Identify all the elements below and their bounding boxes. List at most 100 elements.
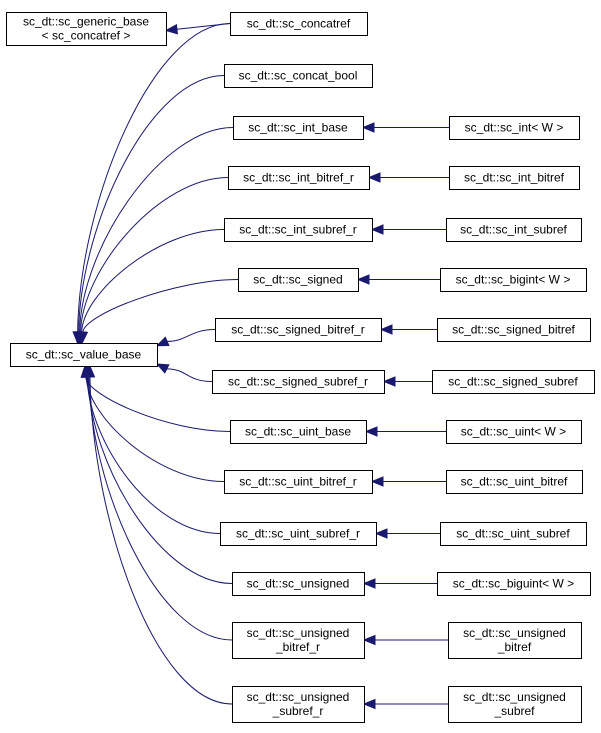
class-node-box (446, 420, 582, 444)
edge-arrowhead (374, 528, 388, 539)
class-node-label: _bitref_r (275, 640, 320, 654)
edge-int-w-to-int-base (361, 122, 449, 133)
edge-uint-subref-to-uint-subref-r (374, 528, 440, 539)
class-node-box (238, 268, 359, 292)
edge-line (80, 177, 229, 333)
class-node-uint-base[interactable]: sc_dt::sc_uint_base (230, 420, 367, 444)
class-node-box (215, 318, 382, 342)
edge-arrowhead (356, 274, 370, 285)
class-node-box (228, 166, 370, 190)
class-node-label: sc_dt::sc_unsigned (247, 690, 350, 704)
edge-unsigned-subref-r-to-value-base (84, 364, 233, 705)
class-node-uint-bitref-r[interactable]: sc_dt::sc_uint_bitref_r (224, 470, 373, 494)
edge-signed-subref-r-to-value-base (155, 363, 213, 382)
class-node-label: sc_dt::sc_value_base (26, 348, 142, 362)
edge-signed-bitref-r-to-value-base (155, 329, 216, 347)
class-node-concatref[interactable]: sc_dt::sc_concatref (230, 12, 368, 36)
class-node-label: sc_dt::sc_uint_subref_r (236, 527, 360, 541)
edge-bigint-w-to-signed (356, 274, 440, 285)
class-node-int-base[interactable]: sc_dt::sc_int_base (233, 116, 364, 140)
class-node-uint-bitref[interactable]: sc_dt::sc_uint_bitref (446, 470, 583, 494)
nodes-layer: sc_dt::sc_generic_base< sc_concatref >sc… (6, 12, 595, 723)
class-node-int-bitref[interactable]: sc_dt::sc_int_bitref (449, 166, 580, 190)
edge-line (85, 376, 231, 432)
class-node-signed-subref-r[interactable]: sc_dt::sc_signed_subref_r (212, 370, 385, 394)
class-node-signed-bitref[interactable]: sc_dt::sc_signed_bitref (437, 318, 591, 342)
class-node-box (224, 470, 373, 494)
class-node-label: sc_dt::sc_signed_bitref_r (231, 323, 364, 337)
class-node-box (6, 12, 167, 46)
edge-uint-base-to-value-base (80, 364, 231, 432)
edge-signed-to-value-base (77, 279, 239, 345)
edge-arrowhead (370, 224, 384, 235)
class-node-int-subref[interactable]: sc_dt::sc_int_subref (446, 218, 582, 242)
class-node-label: sc_dt::sc_uint< W > (461, 425, 566, 439)
edge-arrowhead (364, 426, 378, 437)
class-node-box (446, 470, 583, 494)
edge-arrowhead (379, 324, 393, 335)
class-node-concat-bool[interactable]: sc_dt::sc_concat_bool (224, 64, 373, 88)
edge-unsigned-bitref-to-unsigned-bitref-r (362, 634, 448, 646)
class-node-box (10, 343, 158, 367)
class-node-signed-subref[interactable]: sc_dt::sc_signed_subref (432, 370, 595, 394)
class-node-label: sc_dt::sc_unsigned (463, 690, 566, 704)
class-node-uint-w[interactable]: sc_dt::sc_uint< W > (446, 420, 582, 444)
class-node-uint-subref-r[interactable]: sc_dt::sc_uint_subref_r (220, 522, 377, 546)
class-node-value-base[interactable]: sc_dt::sc_value_base (10, 343, 158, 367)
class-node-label: _bitref (497, 640, 532, 654)
class-node-unsigned-bitref[interactable]: sc_dt::sc_unsigned_bitref (448, 622, 582, 659)
class-node-box (230, 420, 367, 444)
edge-unsigned-bitref-r-to-value-base (83, 364, 233, 641)
class-node-bigint-w[interactable]: sc_dt::sc_bigint< W > (440, 268, 587, 292)
class-node-int-bitref-r[interactable]: sc_dt::sc_int_bitref_r (228, 166, 370, 190)
class-node-box (232, 572, 365, 596)
class-node-box (232, 686, 365, 723)
edge-int-base-to-value-base (74, 127, 234, 345)
class-node-label: sc_dt::sc_uint_bitref (461, 475, 568, 489)
class-node-label: sc_dt::sc_unsigned (247, 626, 350, 640)
edge-signed-subref-to-signed-subref-r (382, 376, 432, 387)
class-node-label: sc_dt::sc_biguint< W > (453, 577, 574, 591)
class-node-generic-base[interactable]: sc_dt::sc_generic_base< sc_concatref > (6, 12, 167, 46)
edge-arrowhead (362, 698, 376, 710)
class-node-box (224, 218, 373, 242)
class-node-signed[interactable]: sc_dt::sc_signed (238, 268, 359, 292)
class-node-box (440, 268, 587, 292)
class-node-label: sc_dt::sc_int_subref_r (239, 223, 356, 237)
class-node-box (220, 522, 377, 546)
class-node-label: sc_dt::sc_int< W > (465, 121, 564, 135)
edge-arrowhead (155, 336, 170, 347)
edge-int-bitref-r-to-value-base (75, 177, 229, 345)
class-node-label: sc_dt::sc_unsigned (247, 577, 350, 591)
class-node-label: _subref (493, 704, 535, 718)
class-node-label: sc_dt::sc_int_subref (460, 223, 567, 237)
class-node-int-subref-r[interactable]: sc_dt::sc_int_subref_r (224, 218, 373, 242)
edge-int-bitref-to-int-bitref-r (367, 172, 449, 183)
class-node-uint-subref[interactable]: sc_dt::sc_uint_subref (440, 522, 587, 546)
edge-uint-w-to-uint-base (364, 426, 446, 437)
class-node-box (230, 12, 368, 36)
edge-line (166, 368, 213, 382)
edge-line (82, 279, 239, 333)
class-node-unsigned-subref-r[interactable]: sc_dt::sc_unsigned_subref_r (232, 686, 365, 723)
class-node-label: _subref_r (272, 704, 324, 718)
class-node-label: < sc_concatref > (42, 29, 131, 43)
class-node-box (446, 218, 582, 242)
class-node-signed-bitref-r[interactable]: sc_dt::sc_signed_bitref_r (215, 318, 382, 342)
edge-unsigned-subref-to-unsigned-subref-r (362, 698, 448, 710)
class-node-unsigned-bitref-r[interactable]: sc_dt::sc_unsigned_bitref_r (232, 622, 365, 659)
edge-arrowhead (367, 172, 381, 183)
edge-biguint-w-to-unsigned (362, 578, 437, 589)
edge-line (89, 376, 233, 705)
class-node-label: sc_dt::sc_int_base (248, 121, 348, 135)
class-node-label: sc_dt::sc_uint_base (245, 425, 351, 439)
class-node-unsigned[interactable]: sc_dt::sc_unsigned (232, 572, 365, 596)
class-node-unsigned-subref[interactable]: sc_dt::sc_unsigned_subref (448, 686, 582, 723)
edge-concatref-to-value-base (72, 23, 231, 345)
class-node-box (212, 370, 385, 394)
edge-arrowhead (361, 122, 375, 133)
class-node-int-w[interactable]: sc_dt::sc_int< W > (449, 116, 580, 140)
edge-line (81, 229, 225, 333)
class-node-biguint-w[interactable]: sc_dt::sc_biguint< W > (437, 572, 591, 596)
class-node-box (437, 318, 591, 342)
